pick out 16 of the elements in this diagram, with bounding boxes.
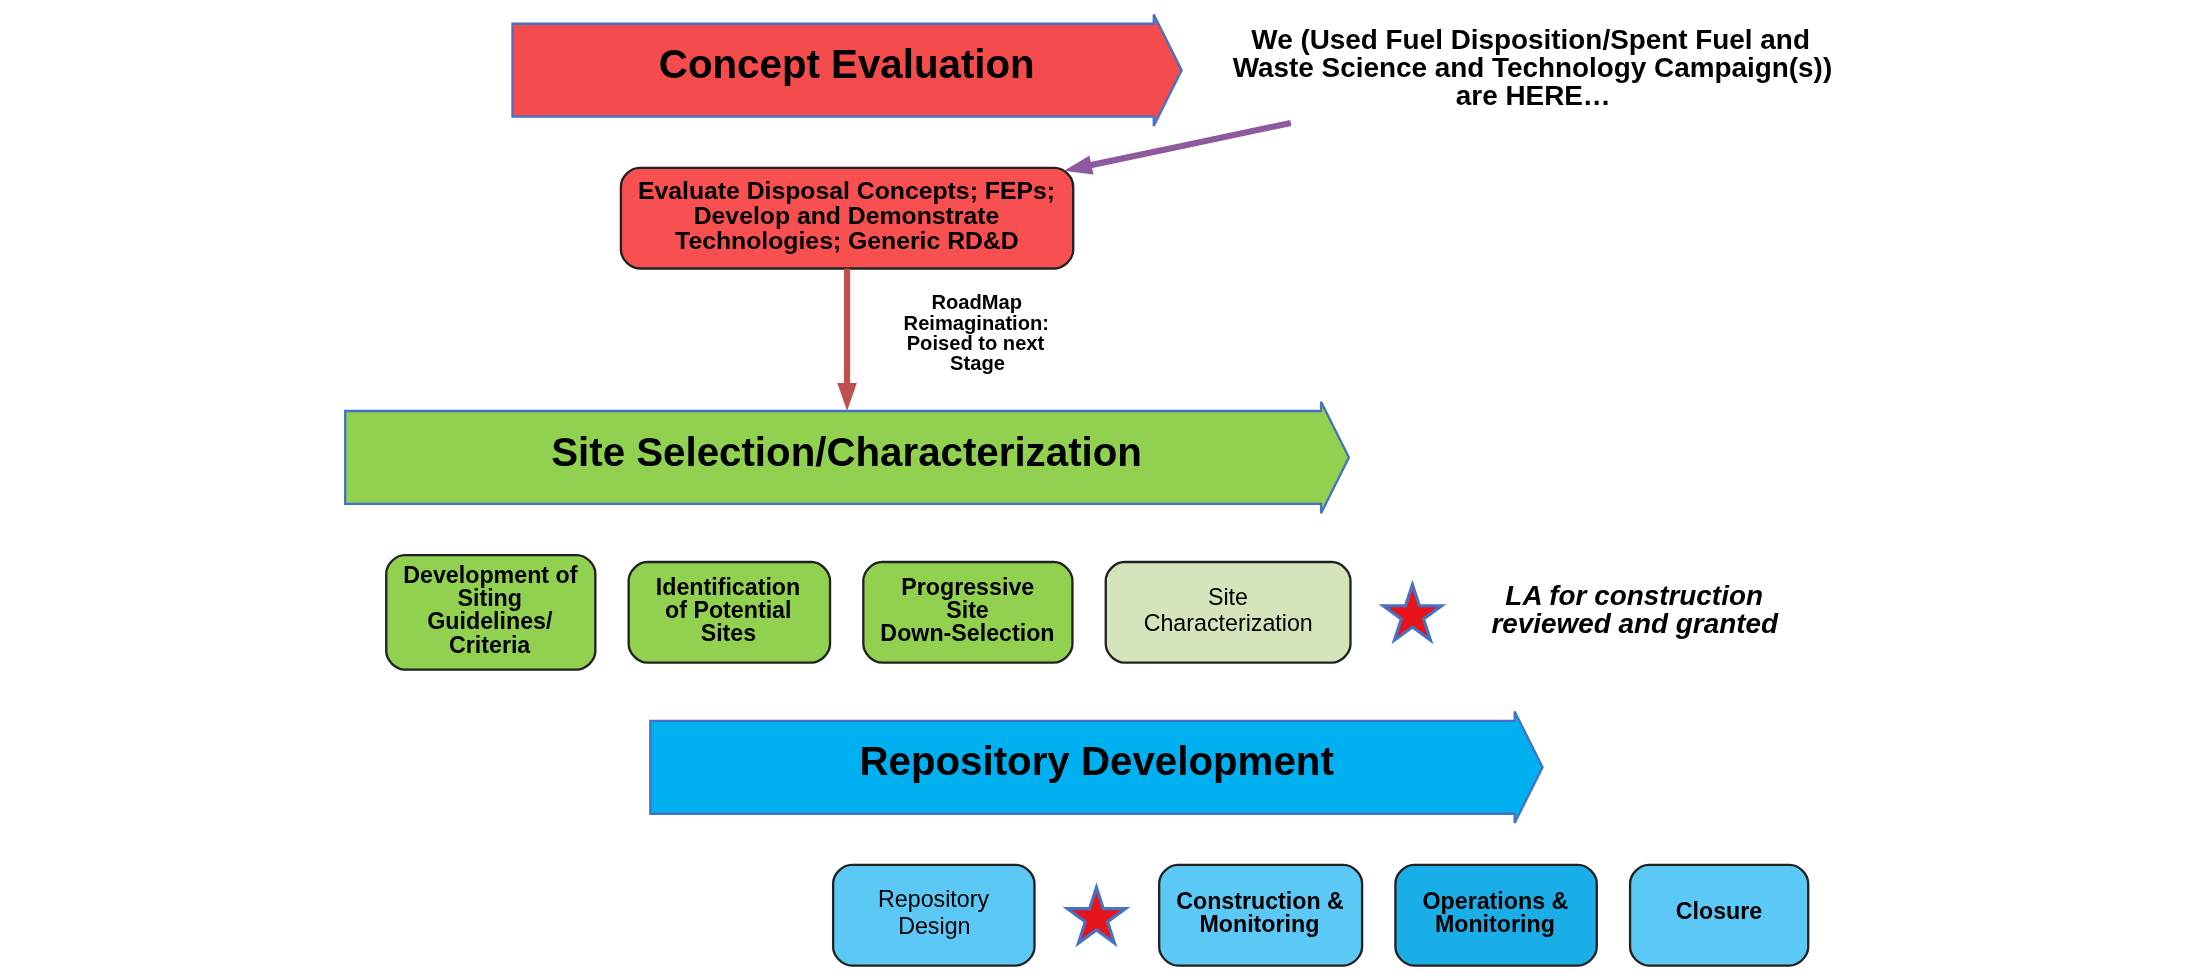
node-box: Construction & Monitoring (1157, 863, 1363, 967)
node-box: Closure (1628, 863, 1809, 967)
arrow (1063, 119, 1291, 175)
edge-label: RoadMap Reimagination: Poised to next Stage (903, 291, 1049, 374)
node-text: We (Used Fuel Disposition/Spent Fuel and Waste Science and Technology Campaign(s)) are HERE… (1232, 24, 1832, 111)
arrow (836, 268, 857, 412)
node-box: Development of Siting Guidelines/ Criteria (384, 553, 596, 671)
node-star (1378, 579, 1446, 645)
node-box: Progressive Site Down-Selection (861, 560, 1074, 664)
node-box: Repository Design (831, 863, 1036, 967)
node-label: LA for construction reviewed and granted (1490, 580, 1778, 640)
node-box: Evaluate Disposal Concepts; FEPs; Develop and Demonstrate Technologies; Generic RD&D (619, 166, 1074, 270)
node-box: Operations & Monitoring (1393, 863, 1598, 967)
node-box: Identification of Potential Sites (627, 560, 831, 664)
node-box: Site Characterization (1104, 560, 1352, 664)
node-star (1062, 882, 1130, 948)
